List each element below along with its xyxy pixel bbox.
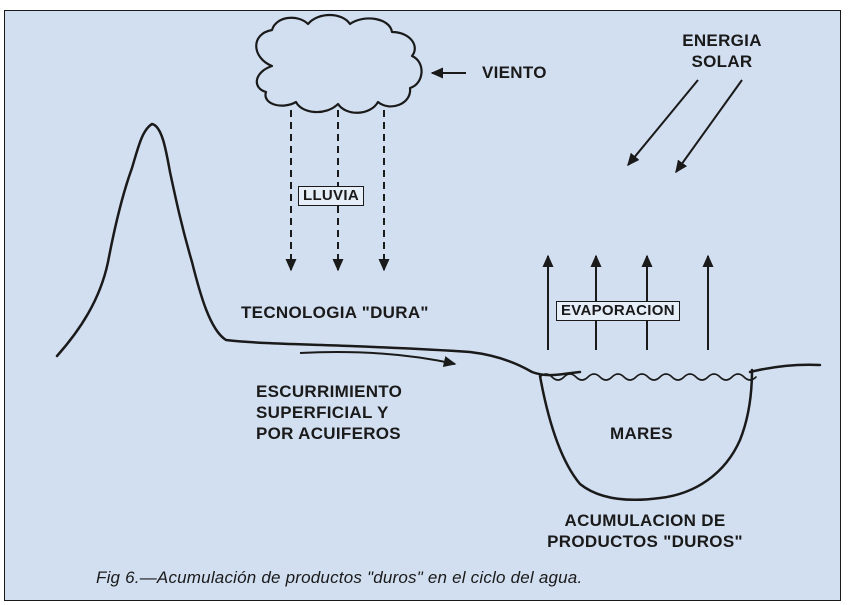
figure-caption: Fig 6.—Acumulación de productos "duros" … xyxy=(96,568,583,587)
wind-label: VIENTO xyxy=(482,63,547,82)
solar-energy-line-1: ENERGIA xyxy=(682,31,762,50)
evaporation-label: EVAPORACION xyxy=(556,301,680,321)
solar-energy-line-2: SOLAR xyxy=(691,52,753,71)
sun-ray-arrows xyxy=(627,79,743,174)
seas-label: MARES xyxy=(610,424,673,443)
accumulation-label: ACUMULACION DE PRODUCTOS "DUROS" xyxy=(520,510,770,552)
solar-energy-label: ENERGIA SOLAR xyxy=(672,30,772,72)
runoff-arrow xyxy=(299,351,457,368)
accumulation-line-1: ACUMULACION DE xyxy=(564,511,726,530)
mountain-terrain xyxy=(55,122,822,377)
figure-panel xyxy=(4,10,841,601)
rain-arrows xyxy=(285,110,390,272)
runoff-line-1: ESCURRIMIENTO xyxy=(256,382,403,401)
cloud-icon xyxy=(255,13,423,114)
runoff-label: ESCURRIMIENTO SUPERFICIAL Y POR ACUIFERO… xyxy=(256,381,402,444)
hard-technology-label: TECNOLOGIA "DURA" xyxy=(241,303,429,322)
runoff-line-2: SUPERFICIAL Y xyxy=(256,403,389,422)
sea-basin xyxy=(538,368,757,502)
rain-label: LLUVIA xyxy=(298,186,364,206)
accumulation-line-2: PRODUCTOS "DUROS" xyxy=(547,532,743,551)
runoff-line-3: POR ACUIFEROS xyxy=(256,424,401,443)
